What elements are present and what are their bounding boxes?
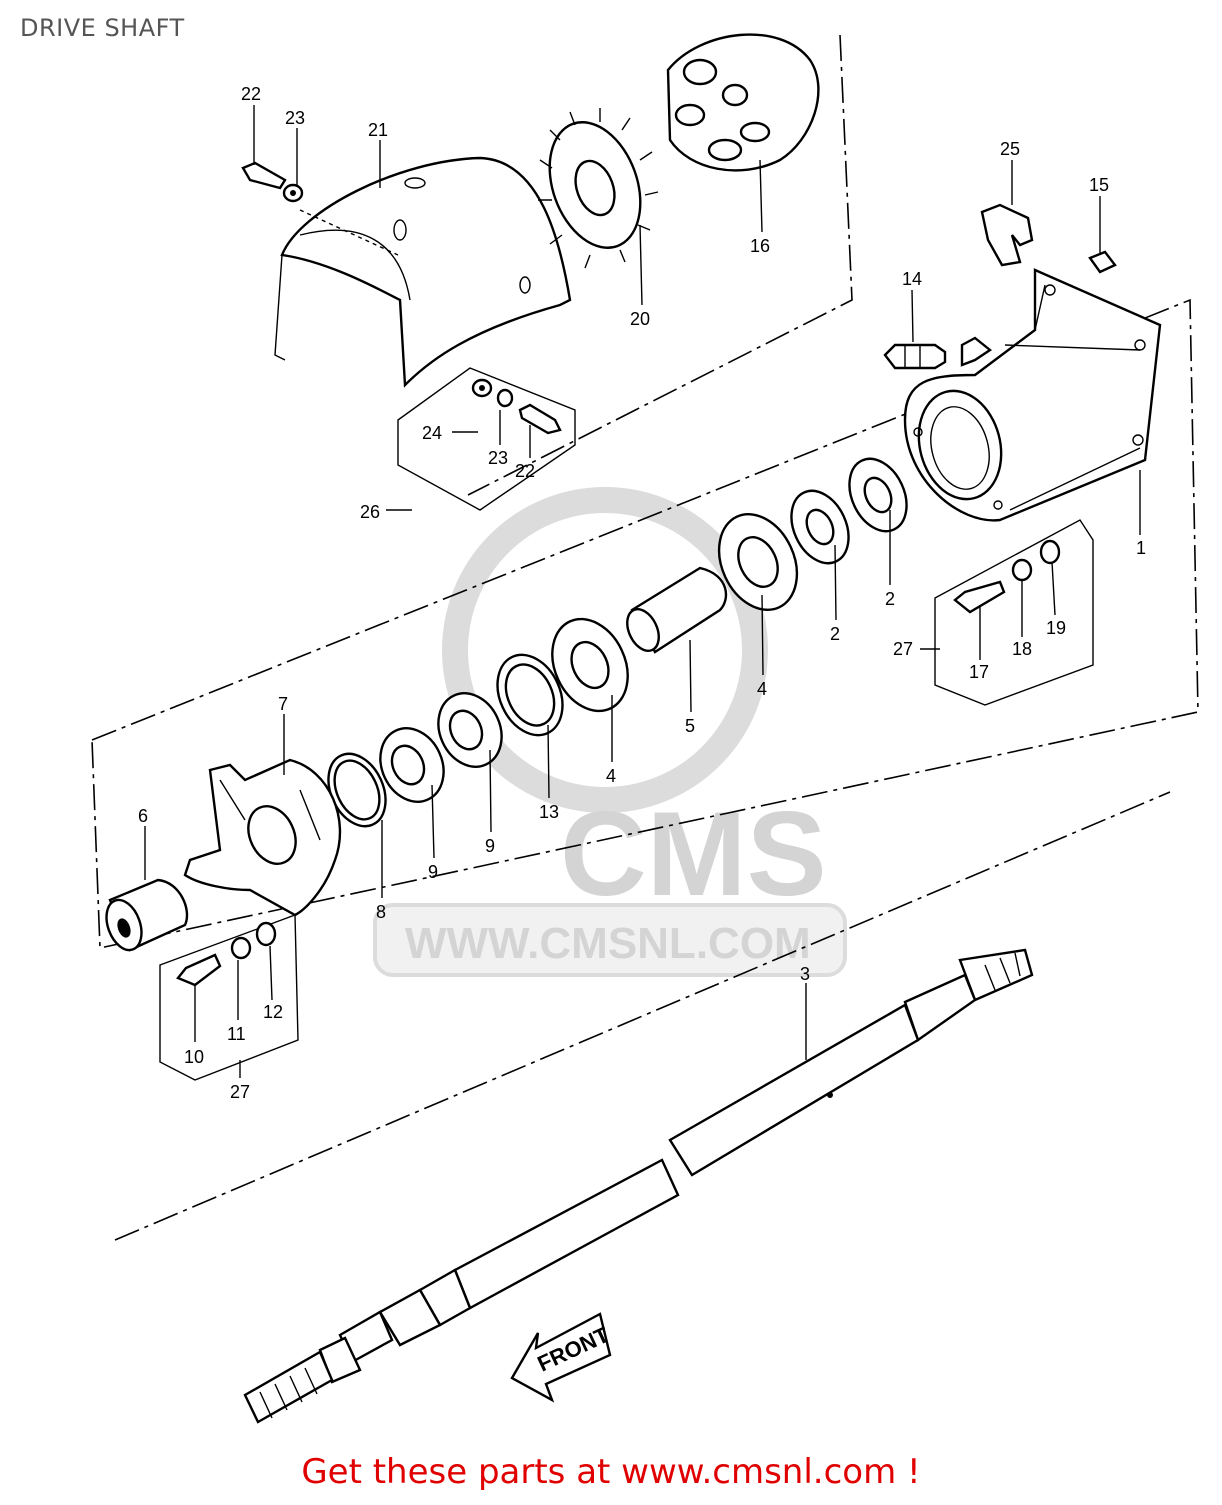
callout-17: 17 xyxy=(969,662,989,682)
front-arrow-icon: FRONT xyxy=(510,1312,613,1403)
callout-22: 22 xyxy=(241,84,261,104)
footer-link[interactable]: Get these parts at www.cmsnl.com ! xyxy=(301,1452,921,1492)
part-4-bearing xyxy=(551,617,629,713)
part-13-seal xyxy=(496,653,564,737)
watermark-url: WWW.CMSNL.COM xyxy=(405,919,811,968)
leader-lines xyxy=(144,105,1141,1078)
callout-27-left: 27 xyxy=(230,1082,250,1102)
callout-4: 4 xyxy=(606,766,616,786)
part-7-bracket xyxy=(183,758,342,917)
callout-1: 1 xyxy=(1136,538,1146,558)
group-boundaries xyxy=(91,34,1199,1241)
callout-2-left: 2 xyxy=(830,624,840,644)
part-15-pin xyxy=(1088,250,1117,274)
callout-6: 6 xyxy=(138,806,148,826)
part-3-drive-shaft xyxy=(243,948,1034,1424)
callout-4-large: 4 xyxy=(757,679,767,699)
callout-11: 11 xyxy=(227,1024,246,1044)
watermark-ring xyxy=(442,487,768,813)
page-title: DRIVE SHAFT xyxy=(20,14,185,42)
callout-25: 25 xyxy=(1000,139,1020,159)
watermark: CMS WWW.CMSNL.COM xyxy=(373,487,847,977)
callout-12: 12 xyxy=(263,1002,283,1022)
box-27-left xyxy=(159,914,299,1081)
callout-23: 23 xyxy=(285,108,305,128)
callout-5: 5 xyxy=(685,716,695,736)
boundary-top xyxy=(467,34,853,496)
subassembly-boxes xyxy=(159,367,1094,1081)
part-22-23-bolt-top xyxy=(241,161,304,203)
part-25-clip xyxy=(980,203,1034,267)
boundary-middle xyxy=(91,298,1199,949)
callout-21: 21 xyxy=(368,120,388,140)
callout-13: 13 xyxy=(539,802,559,822)
watermark-logo: CMS xyxy=(560,787,827,921)
callout-9-left: 9 xyxy=(428,862,438,882)
part-4-bearing-large xyxy=(717,512,799,612)
part-6-collar xyxy=(105,878,189,952)
part-16-coupling xyxy=(666,33,820,172)
part-5-collar xyxy=(626,566,728,654)
part-14-fitting xyxy=(883,343,947,370)
callout-9-right: 9 xyxy=(485,836,495,856)
callout-7: 7 xyxy=(278,694,288,714)
part-1-housing xyxy=(903,268,1162,522)
callout-16: 16 xyxy=(750,236,770,256)
part-20-rotor xyxy=(538,108,659,269)
part-2-bearings xyxy=(790,457,908,565)
callout-3: 3 xyxy=(800,964,810,984)
callout-14: 14 xyxy=(902,269,922,289)
part-9-seals xyxy=(379,692,503,803)
part-21-cover xyxy=(274,156,572,388)
part-8-oring xyxy=(327,752,387,828)
box-27-right xyxy=(934,519,1094,706)
callout-24: 24 xyxy=(422,423,442,443)
part-27-left-hardware xyxy=(176,921,277,987)
callout-2-right: 2 xyxy=(885,589,895,609)
callout-26: 26 xyxy=(360,502,380,522)
boundary-bottom xyxy=(114,791,1171,1241)
callout-22-lower: 22 xyxy=(515,461,535,481)
callout-18: 18 xyxy=(1012,639,1032,659)
callout-19: 19 xyxy=(1046,618,1066,638)
callout-15: 15 xyxy=(1089,175,1109,195)
part-26-hardware xyxy=(471,378,562,435)
callouts: 22 23 21 20 16 25 15 14 24 23 22 26 1 2 … xyxy=(138,84,1146,1102)
watermark-url-plate xyxy=(373,903,847,977)
box-26 xyxy=(397,367,576,511)
callout-20: 20 xyxy=(630,309,650,329)
callout-27-right: 27 xyxy=(893,639,913,659)
callout-8: 8 xyxy=(376,902,386,922)
callout-23-lower: 23 xyxy=(488,448,508,468)
callout-10: 10 xyxy=(184,1047,204,1067)
part-27-right-hardware xyxy=(953,539,1061,614)
